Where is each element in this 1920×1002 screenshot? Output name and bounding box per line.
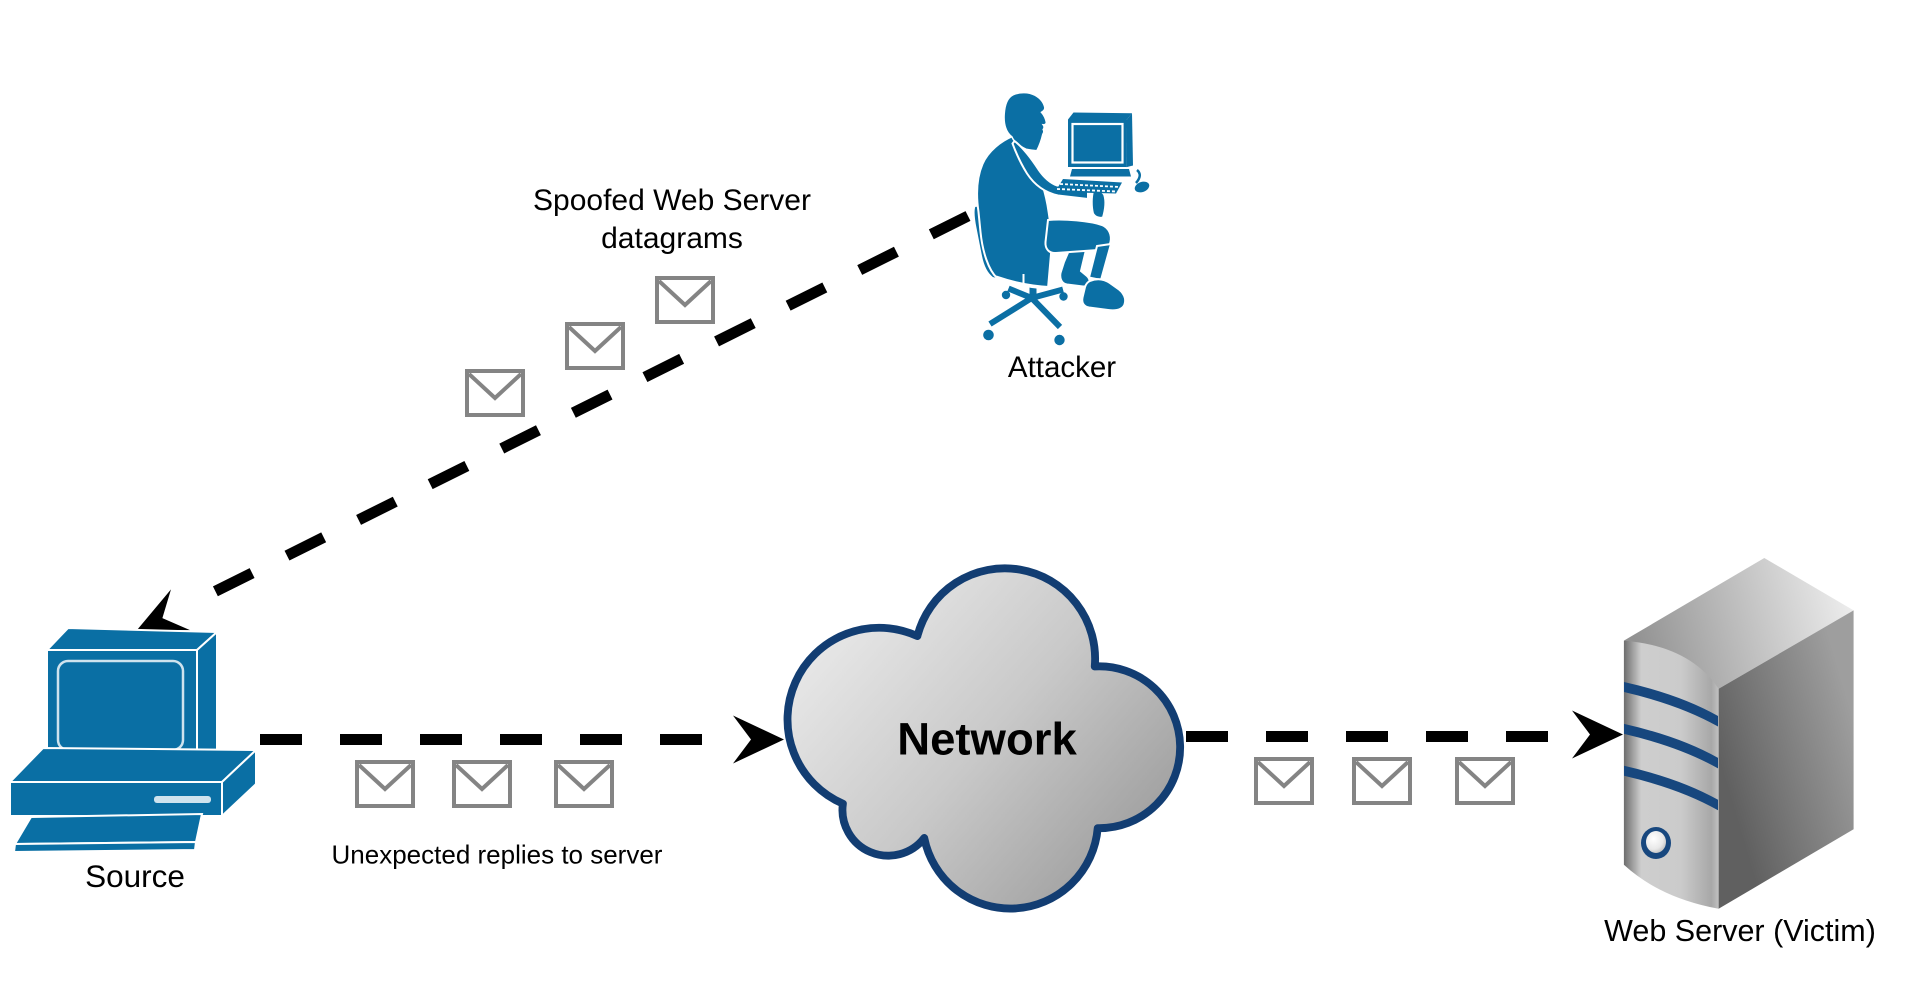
svg-text:Source: Source (85, 858, 185, 894)
svg-text:Spoofed Web Server: Spoofed Web Server (533, 184, 811, 217)
svg-text:Attacker: Attacker (1008, 351, 1116, 384)
svg-text:Unexpected replies to server: Unexpected replies to server (332, 840, 663, 870)
svg-text:Network: Network (897, 714, 1077, 765)
svg-text:Web Server (Victim): Web Server (Victim) (1604, 914, 1876, 948)
svg-text:datagrams: datagrams (601, 222, 743, 255)
